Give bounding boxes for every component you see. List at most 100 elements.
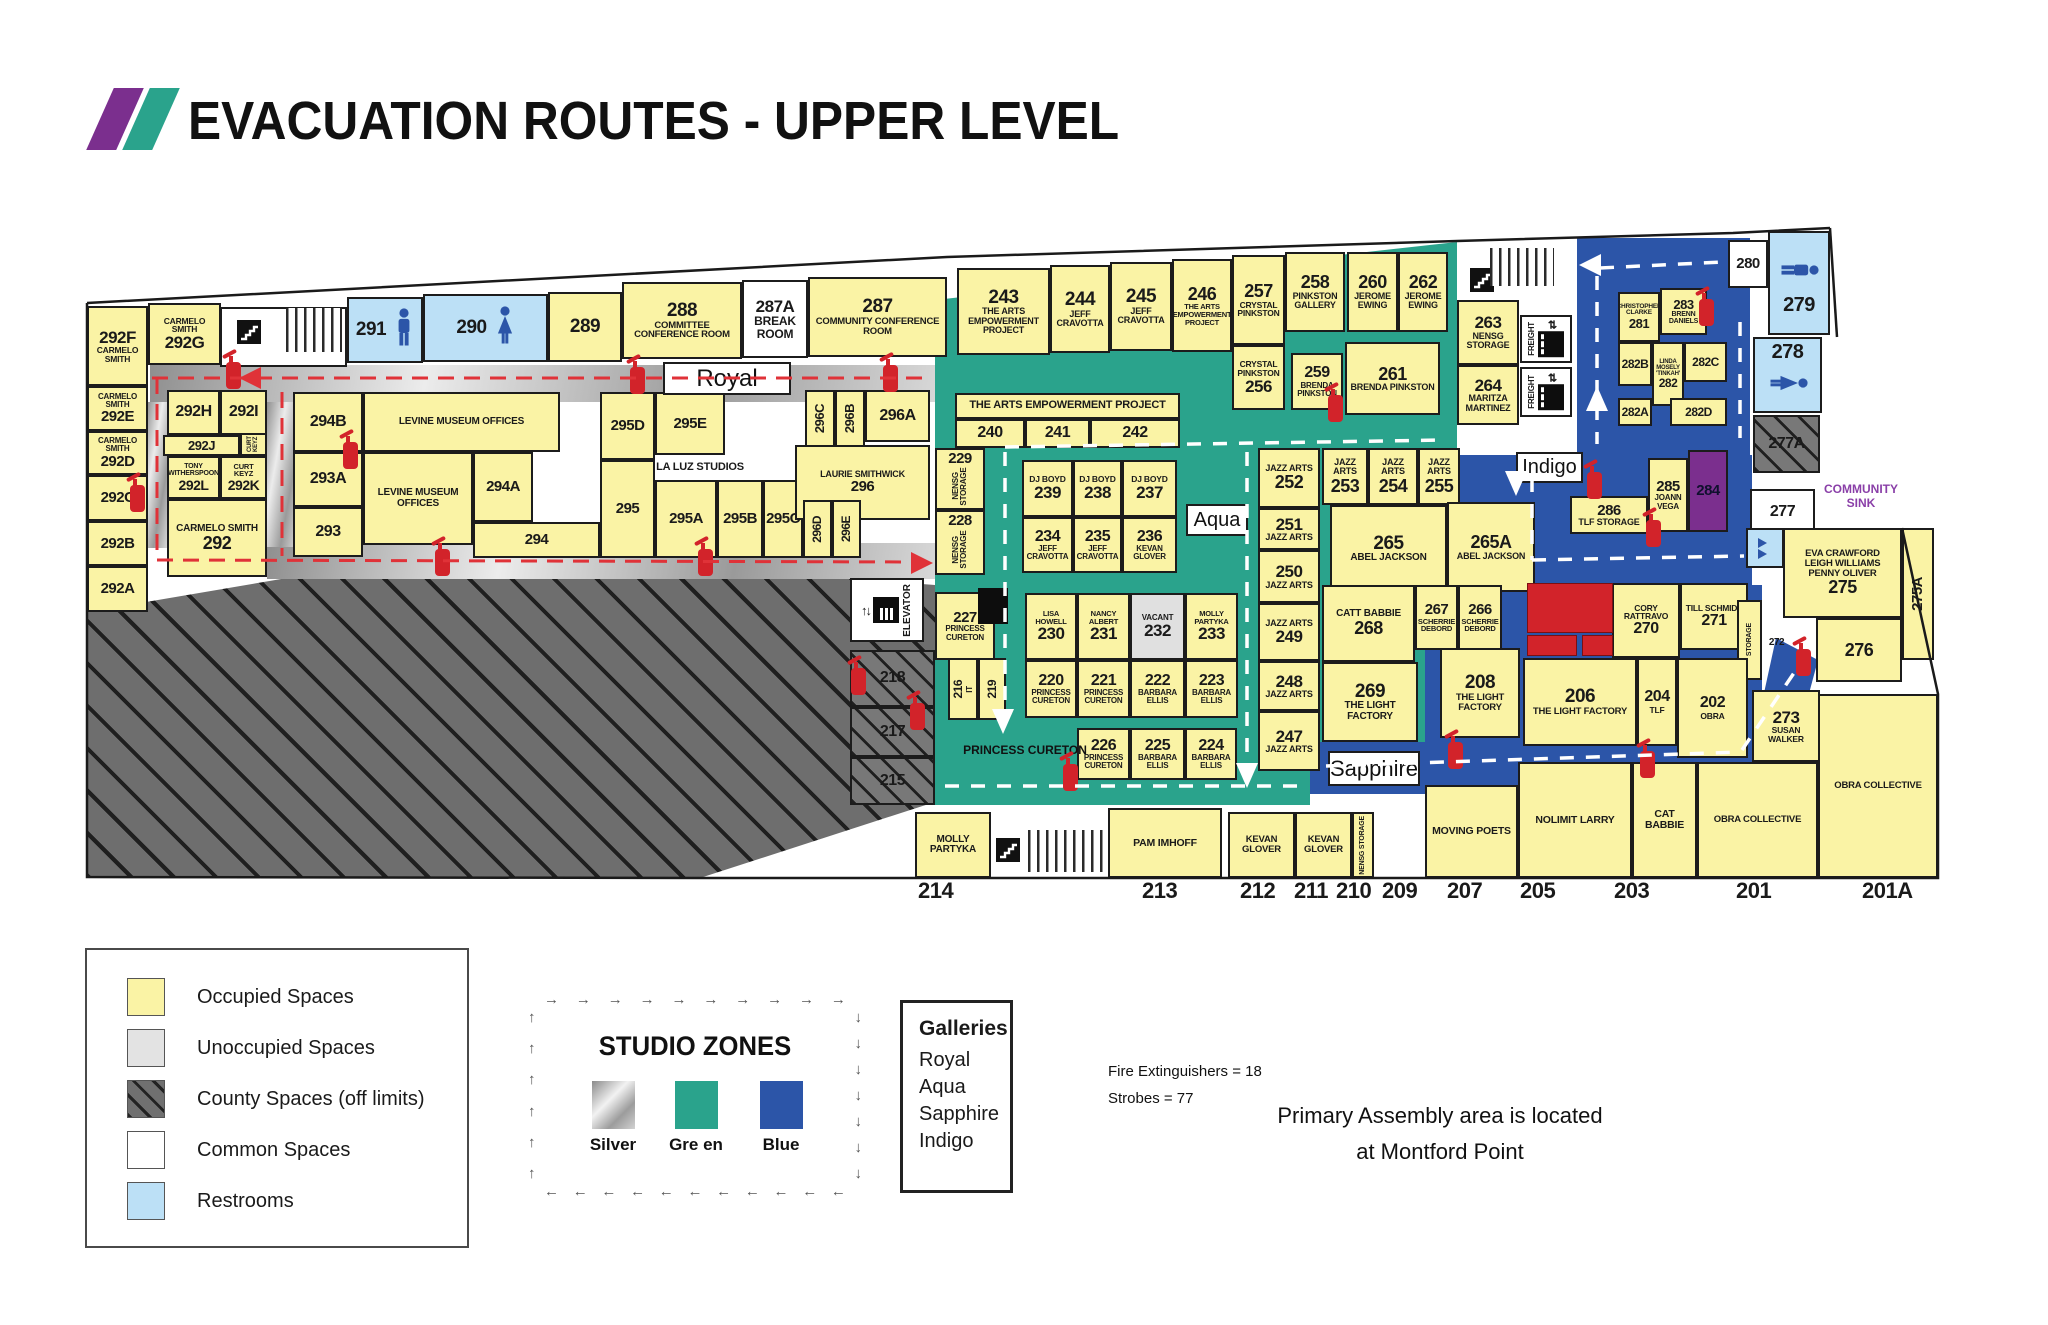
fire-extinguisher-count: Fire Extinguishers = 18 bbox=[1108, 1063, 1262, 1080]
route-arrow-glyph: ↓ bbox=[854, 1009, 863, 1026]
room-274 bbox=[1746, 528, 1784, 568]
legend-label: Occupied Spaces bbox=[197, 985, 354, 1008]
room-number: 245 bbox=[1125, 286, 1157, 308]
room-occupant-name: JEROME EWING bbox=[1404, 291, 1442, 311]
room-number: 265 bbox=[1373, 532, 1404, 554]
room-number: 287A bbox=[755, 296, 795, 316]
fire-extinguisher-icon bbox=[1699, 293, 1714, 326]
room-295: 295 bbox=[600, 460, 655, 558]
room-number: 240 bbox=[977, 424, 1003, 442]
room-occupant-name: NOLIMIT LARRY bbox=[1535, 813, 1615, 826]
room-molly-partyka: MOLLY PARTYKA bbox=[915, 812, 991, 878]
room-occupant-name: LISA HOWELL bbox=[1035, 609, 1067, 626]
room-number: 259 bbox=[1304, 364, 1330, 382]
room-obra-collective: OBRA COLLECTIVE bbox=[1697, 762, 1818, 878]
room-occupant-name: OBRA COLLECTIVE bbox=[1834, 780, 1922, 792]
room-occupant-name: SCHERRIE DEBORD bbox=[1461, 616, 1499, 634]
room-number: 249 bbox=[1275, 626, 1303, 646]
room-occupant-name: COMMUNITY CONFERENCE ROOM bbox=[815, 316, 940, 337]
room-number: 277 bbox=[1769, 502, 1796, 520]
route-arrow-glyph: ↑ bbox=[528, 1133, 536, 1151]
room-occupant-name: CRYSTAL PINKSTON bbox=[1237, 299, 1280, 319]
room-number: 294B bbox=[309, 412, 347, 430]
room-occupant-name: CARMELO SMITH bbox=[97, 391, 138, 409]
room-occupant-name: DJ BOYD bbox=[1029, 474, 1066, 485]
room-occupant-name: MOLLY PARTYKA bbox=[1194, 609, 1229, 626]
room-occupant-name: CURT KEYZ bbox=[233, 461, 254, 479]
room-number: 296 bbox=[850, 478, 875, 496]
freight-icon: ⇄ bbox=[1537, 320, 1564, 358]
room-occupant-name: THE ARTS EMPOWERMENT PROJECT bbox=[968, 306, 1039, 335]
room-282: LINDA MOSELY 'TINKAH'282 bbox=[1652, 342, 1684, 406]
room-occupant-name: LEVINE MUSEUM OFFICES bbox=[398, 415, 525, 427]
room-number: 292D bbox=[100, 452, 135, 470]
route-arrow-glyph: ↑ bbox=[528, 1164, 536, 1182]
room-occupant-name: CORY RATTRAVO bbox=[1623, 602, 1669, 622]
fire-extinguisher-icon bbox=[130, 479, 145, 512]
legend-item-unoccupied: Unoccupied Spaces bbox=[127, 1029, 375, 1067]
assembly-note-line1: Primary Assembly area is located bbox=[1277, 1103, 1603, 1128]
room-295b: 295B bbox=[717, 480, 763, 558]
zone-label-royal: Royal bbox=[663, 362, 791, 395]
room-number: 237 bbox=[1136, 483, 1163, 503]
corridor-number-203: 203 bbox=[1614, 878, 1650, 903]
room-occupant-name: BRENN DANIELS bbox=[1668, 310, 1699, 326]
equipment-counts: Fire Extinguishers = 18 Strobes = 77 bbox=[1108, 1058, 1262, 1112]
room-number: 295D bbox=[610, 417, 645, 435]
room-number: 241 bbox=[1044, 424, 1071, 442]
route-arrow-glyph: ↓ bbox=[854, 1165, 863, 1182]
fire-extinguisher-icon bbox=[851, 662, 866, 695]
room-number: 292K bbox=[227, 477, 260, 494]
room-number: 228 bbox=[948, 512, 972, 529]
room-occupant-name: KEVAN GLOVER bbox=[1304, 834, 1343, 855]
room-number: 251 bbox=[1275, 514, 1303, 534]
legend-swatch-common bbox=[127, 1131, 165, 1169]
room-occupant-name: LINDA MOSELY 'TINKAH' bbox=[1656, 358, 1680, 377]
corridor-number-207: 207 bbox=[1447, 878, 1483, 903]
room-number: 275A bbox=[1909, 577, 1927, 611]
room-number: 263 bbox=[1474, 313, 1502, 333]
room-number: 292A bbox=[100, 580, 135, 598]
room-295e: 295E bbox=[655, 392, 725, 455]
room-occupant-name: CURT KEYZ bbox=[247, 436, 260, 453]
room-occupant-name: NENSG STORAGE bbox=[1359, 815, 1367, 875]
room-kevan-glover: KEVAN GLOVER bbox=[1295, 812, 1352, 878]
route-arrow-glyph: ↓ bbox=[854, 1139, 863, 1156]
room-number: 283 bbox=[1673, 296, 1694, 312]
room-number: 221 bbox=[1090, 671, 1117, 689]
room-277: 277 bbox=[1750, 489, 1815, 535]
fire-extinguisher-icon bbox=[698, 543, 713, 576]
legend-label: County Spaces (off limits) bbox=[197, 1087, 425, 1110]
room-number: 292G bbox=[164, 333, 205, 352]
room-number: 261 bbox=[1378, 363, 1407, 384]
room-290: 290 bbox=[423, 294, 548, 362]
room-occupant-name: PRINCESS CURETON bbox=[1083, 688, 1124, 706]
room-pam-imhoff: PAM IMHOFF bbox=[1108, 808, 1222, 878]
room-occupant-name: JAZZ ARTS bbox=[1333, 456, 1357, 477]
room-number: 255 bbox=[1424, 475, 1454, 496]
legend-label: Unoccupied Spaces bbox=[197, 1036, 375, 1059]
room-number: 295B bbox=[723, 510, 757, 528]
room-number: 250 bbox=[1275, 562, 1303, 582]
room-280: 280 bbox=[1728, 240, 1768, 288]
room-number: 293 bbox=[315, 522, 341, 540]
elevator-cab-icon bbox=[873, 597, 899, 623]
